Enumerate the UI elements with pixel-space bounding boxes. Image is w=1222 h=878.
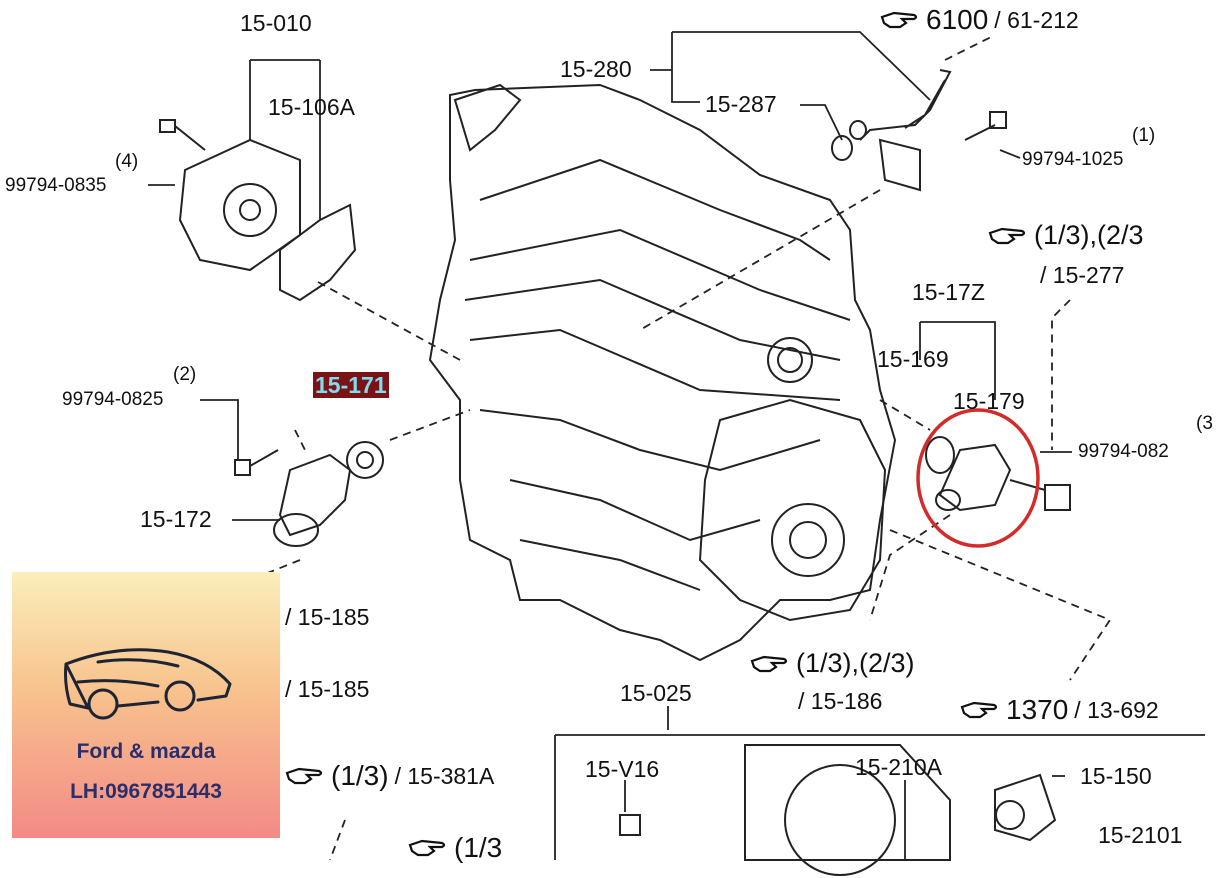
label-15-010: 15-010 xyxy=(240,10,312,36)
bolt-2-code: 99794-0825 xyxy=(62,389,164,410)
bolt-1-code: 99794-1025 xyxy=(1022,149,1124,170)
label-15-106a: 15-106A xyxy=(268,94,355,120)
ref-6100-number: 6100 xyxy=(926,4,989,35)
label-15-171-highlighted: 15-171 xyxy=(313,372,389,398)
label-15-025: 15-025 xyxy=(620,680,692,706)
bolt-4-code: 99794-0835 xyxy=(5,175,107,196)
ref-15-277-pages: (1/3),(2/3 xyxy=(1034,220,1144,250)
water-pipe xyxy=(859,69,952,192)
pointing-hand-icon xyxy=(408,839,446,857)
bolt-2-qty: (2) xyxy=(173,364,197,385)
label-15-150: 15-150 xyxy=(1080,763,1152,789)
label-15-2101: 15-2101 xyxy=(1098,822,1183,848)
shop-phone: LH:0967851443 xyxy=(70,780,222,803)
ref-bottom-left: (1/3 xyxy=(408,834,502,862)
ref-15-185-b: / 15-185 xyxy=(285,676,370,702)
label-15-172: 15-172 xyxy=(140,506,212,532)
bolt-4-qty: (4) xyxy=(115,151,139,172)
engine-block-outline xyxy=(428,83,897,662)
shop-name: Ford & mazda xyxy=(76,740,216,763)
highlighted-part-number: 15-171 xyxy=(313,372,389,398)
ref-6100-page: / 61-212 xyxy=(994,6,1079,33)
ref-15-186-page: / 15-186 xyxy=(798,688,883,714)
ref-1370-number: 1370 xyxy=(1006,694,1069,725)
bolt-3-qty: (3 xyxy=(1196,413,1213,434)
ref-15-186-pages: (1/3),(2/3) xyxy=(796,648,915,678)
ref-6100: 6100 / 61-212 xyxy=(880,6,1079,34)
label-15-17z: 15-17Z xyxy=(912,279,985,305)
pointing-hand-icon xyxy=(750,655,788,672)
label-15-169: 15-169 xyxy=(877,346,949,372)
pointing-hand-icon xyxy=(960,701,998,719)
pointing-hand-icon xyxy=(988,227,1026,244)
sensor-assembly xyxy=(938,443,1012,512)
ref-15-277: (1/3),(2/3 xyxy=(988,222,1144,249)
bolt-3-code: 99794-082 xyxy=(1078,441,1169,462)
ref-15-186: (1/3),(2/3) xyxy=(750,650,915,677)
label-15-v16: 15-V16 xyxy=(585,756,660,782)
sports-car-logo xyxy=(64,648,232,720)
timing-cover xyxy=(698,398,887,622)
label-15-210a: 15-210A xyxy=(855,754,942,780)
pump-gasket xyxy=(279,203,357,302)
ref-15-277-page: / 15-277 xyxy=(1040,262,1125,288)
highlight-circle xyxy=(916,408,1040,548)
pointing-hand-icon xyxy=(880,11,918,29)
ref-15-381a: (1/3) / 15-381A xyxy=(285,762,494,790)
shop-badge: Ford & mazda LH:0967851443 xyxy=(12,572,280,838)
ref-1370-page: / 13-692 xyxy=(1074,696,1159,723)
ref-15-185-a: / 15-185 xyxy=(285,604,370,630)
ref-15-381a-page: / 15-381A xyxy=(394,762,495,789)
label-15-179: 15-179 xyxy=(953,388,1025,414)
fan-shroud xyxy=(744,744,951,861)
ref-bottom-left-pages: (1/3 xyxy=(454,832,503,863)
ref-15-381a-pages: (1/3) xyxy=(331,760,389,791)
ref-1370: 1370 / 13-692 xyxy=(960,696,1159,724)
bolt-1-qty: (1) xyxy=(1132,125,1156,146)
water-pump xyxy=(178,138,301,272)
label-15-280: 15-280 xyxy=(560,56,632,82)
label-15-287: 15-287 xyxy=(705,91,777,117)
pointing-hand-icon xyxy=(285,767,323,785)
